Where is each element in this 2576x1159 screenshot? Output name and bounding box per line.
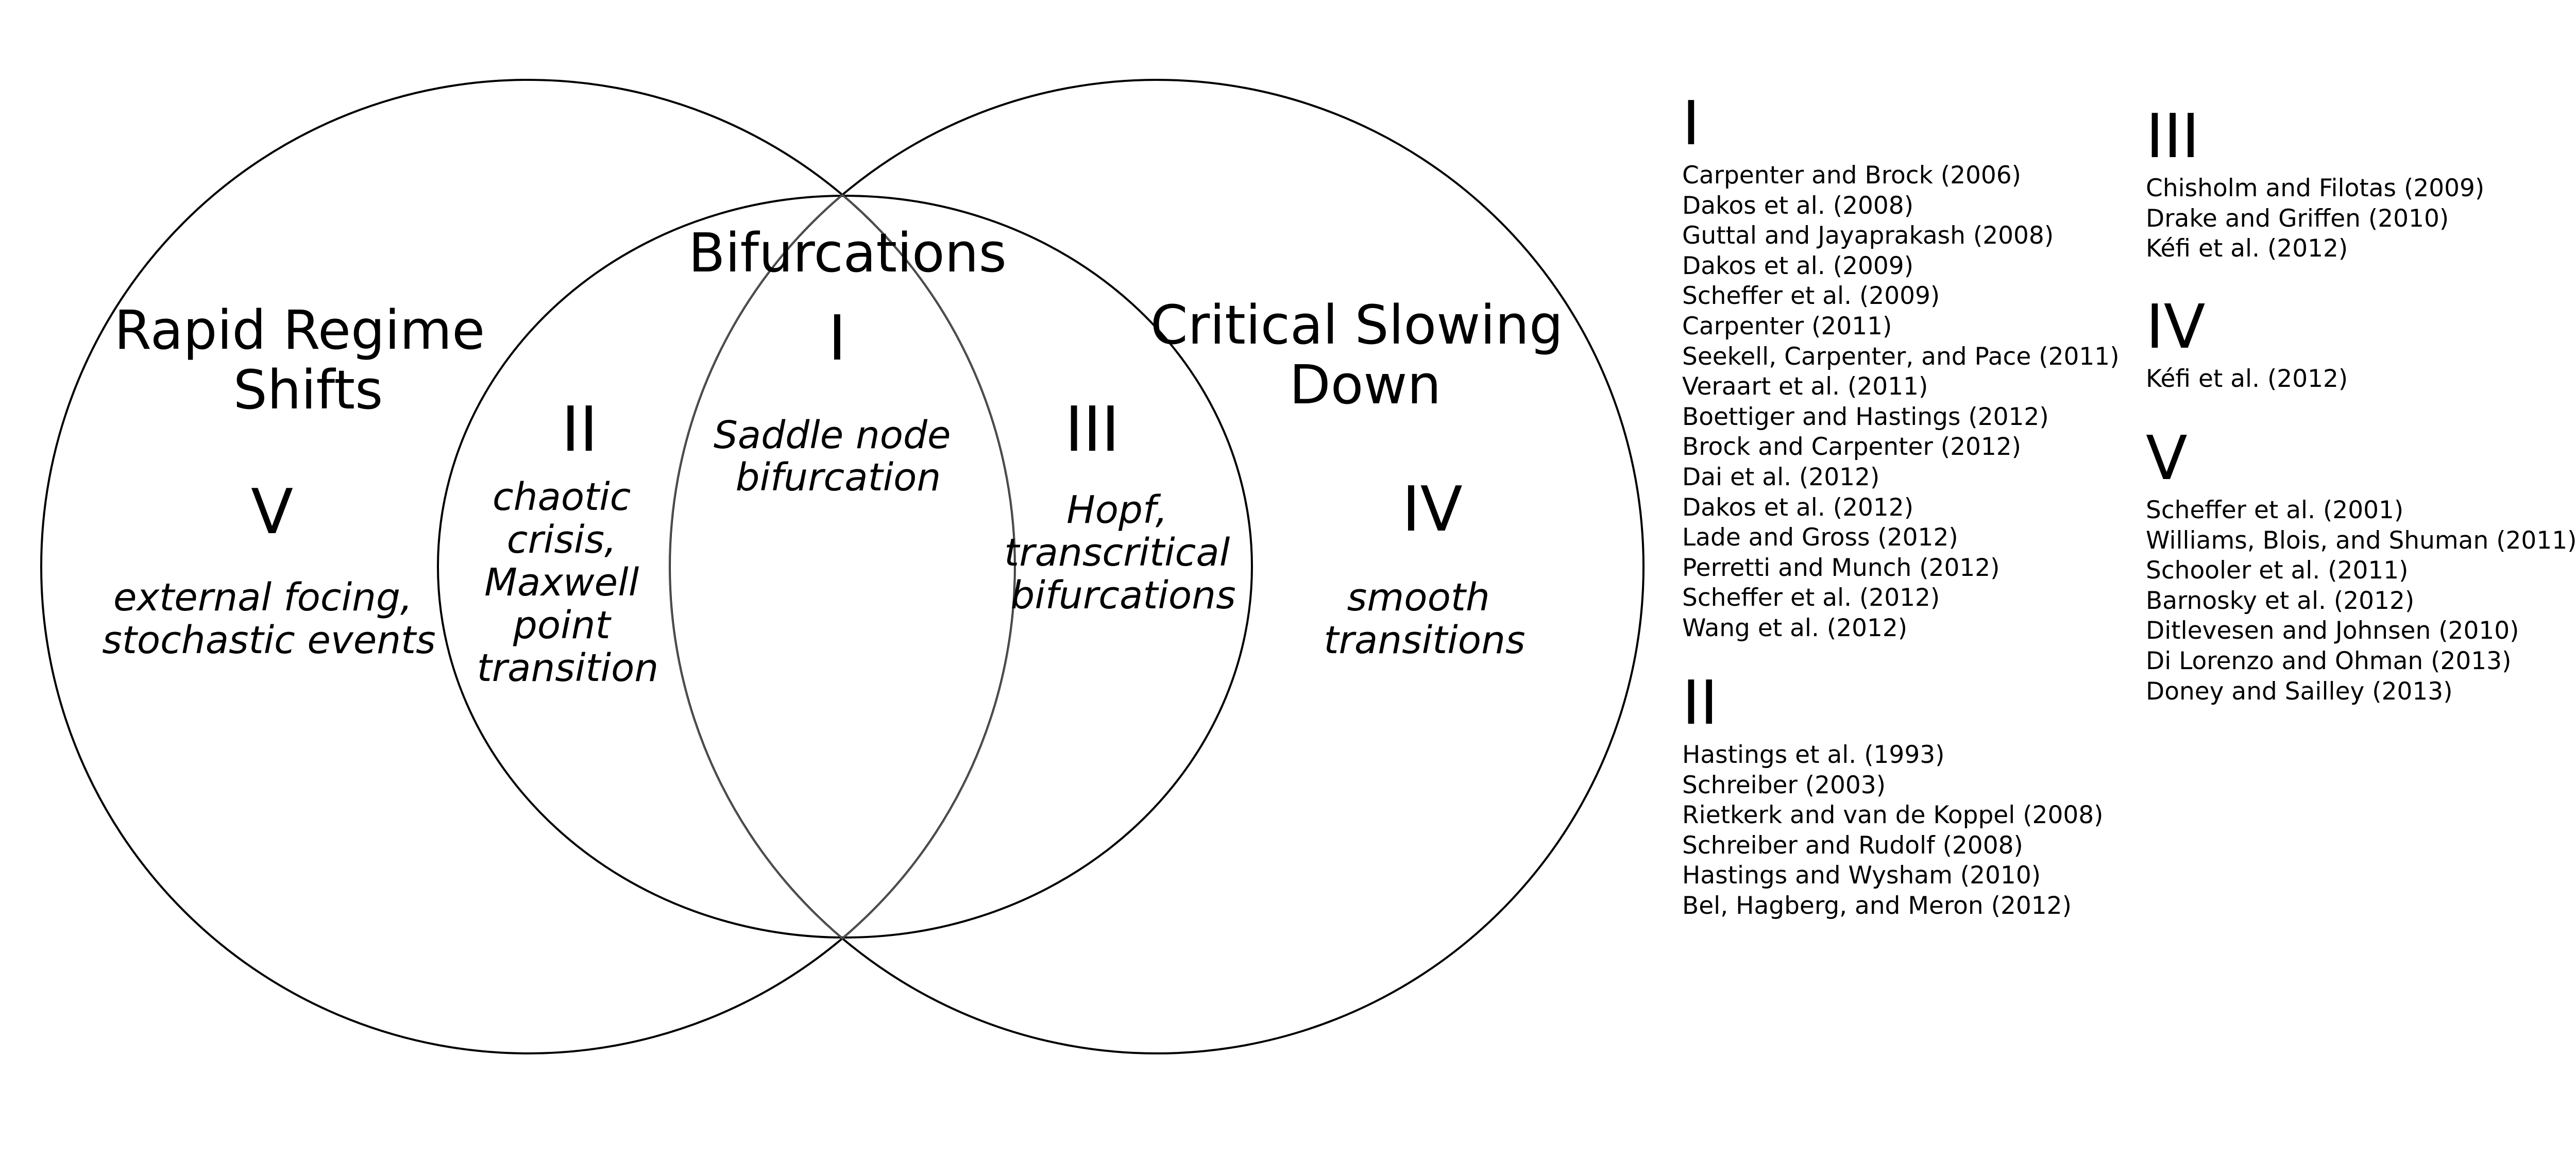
reference-item: Dakos et al. (2009) xyxy=(1682,251,1914,280)
reference-item: Lade and Gross (2012) xyxy=(1682,523,1958,552)
reference-item: Carpenter (2011) xyxy=(1682,312,1892,340)
reference-item: Scheffer et al. (2009) xyxy=(1682,282,1940,311)
reference-item: Schreiber and Rudolf (2008) xyxy=(1682,831,2023,860)
references-list-V: Scheffer et al. (2001)Williams, Blois, a… xyxy=(2146,496,2576,707)
reference-item: Chisholm and Filotas (2009) xyxy=(2146,174,2485,202)
title-critical-slowing-down-line-1: Critical Slowing xyxy=(1150,294,1563,356)
region-III-desc-line: transcritical xyxy=(1004,531,1230,575)
reference-item: Schreiber (2003) xyxy=(1682,771,1886,799)
references-group-V: V Scheffer et al. (2001)Williams, Blois,… xyxy=(2146,428,2576,707)
region-III-desc-line: Hopf, xyxy=(1066,488,1167,532)
region-I-numeral: I xyxy=(828,303,846,374)
reference-item: Barnosky et al. (2012) xyxy=(2146,586,2415,615)
references-heading-I: I xyxy=(1682,88,1700,159)
region-IV-desc-line: transitions xyxy=(1324,618,1525,662)
bifurcations-ellipse xyxy=(437,195,1253,939)
region-IV-desc-line: smooth xyxy=(1347,575,1490,620)
region-II-numeral: II xyxy=(562,394,598,466)
region-III-desc-line: bifurcations xyxy=(1010,573,1235,618)
region-V-desc-line: stochastic events xyxy=(102,618,435,662)
references-list-I: Carpenter and Brock (2006)Dakos et al. (… xyxy=(1682,161,2120,644)
reference-item: Scheffer et al. (2001) xyxy=(2146,496,2404,524)
title-rapid-regime-shifts-line-1: Rapid Regime xyxy=(114,299,485,362)
reference-item: Ditlevesen and Johnsen (2010) xyxy=(2146,617,2519,645)
region-II-desc-line: chaotic xyxy=(493,475,631,519)
reference-item: Brock and Carpenter (2012) xyxy=(1682,433,2022,462)
region-V-numeral: V xyxy=(251,476,293,548)
reference-item: Hastings and Wysham (2010) xyxy=(1682,861,2041,890)
region-II-desc-line: point xyxy=(513,603,612,647)
title-rapid-regime-shifts-line-2: Shifts xyxy=(233,359,383,421)
title-critical-slowing-down: Critical Slowing Down xyxy=(1150,294,1580,416)
intersection-lens xyxy=(669,194,1016,940)
title-critical-slowing-down-line-2: Down xyxy=(1290,353,1442,416)
region-IV-numeral: IV xyxy=(1402,474,1462,546)
title-bifurcations: Bifurcations xyxy=(688,221,1007,284)
references-group-I: I Carpenter and Brock (2006)Dakos et al.… xyxy=(1682,93,2120,644)
reference-item: Perretti and Munch (2012) xyxy=(1682,553,2000,582)
reference-item: Boettiger and Hastings (2012) xyxy=(1682,402,2049,431)
region-III-description: Hopf, transcritical bifurcations xyxy=(1004,488,1242,618)
reference-item: Di Lorenzo and Ohman (2013) xyxy=(2146,646,2512,675)
region-II-desc-line: crisis, xyxy=(507,518,617,562)
references-heading-IV: IV xyxy=(2146,291,2206,362)
region-II-desc-line: Maxwell xyxy=(484,560,639,605)
region-I-desc-line: Saddle node xyxy=(714,413,951,457)
references-heading-III: III xyxy=(2146,100,2200,172)
references-list-II: Hastings et al. (1993)Schreiber (2003)Ri… xyxy=(1682,740,2104,922)
reference-item: Hastings et al. (1993) xyxy=(1682,741,1945,769)
reference-item: Kéfi et al. (2012) xyxy=(2146,365,2348,393)
reference-item: Veraart et al. (2011) xyxy=(1682,372,1928,401)
reference-item: Drake and Griffen (2010) xyxy=(2146,204,2449,233)
region-I-desc-line: bifurcation xyxy=(736,455,941,500)
reference-item: Doney and Sailley (2013) xyxy=(2146,677,2453,706)
region-II-desc-line: transition xyxy=(477,646,659,690)
region-V-description: external focing, stochastic events xyxy=(102,575,435,662)
references-heading-V: V xyxy=(2146,422,2188,493)
reference-item: Schooler et al. (2011) xyxy=(2146,556,2409,585)
reference-item: Carpenter and Brock (2006) xyxy=(1682,161,2022,190)
reference-item: Scheffer et al. (2012) xyxy=(1682,584,1940,612)
references-list-III: Chisholm and Filotas (2009)Drake and Gri… xyxy=(2146,174,2484,264)
reference-item: Rietkerk and van de Koppel (2008) xyxy=(1682,801,2104,830)
reference-item: Bel, Hagberg, and Meron (2012) xyxy=(1682,891,2072,920)
reference-item: Dai et al. (2012) xyxy=(1682,463,1880,491)
references-group-II: II Hastings et al. (1993)Schreiber (2003… xyxy=(1682,672,2104,922)
region-II-description: chaotic crisis, Maxwell point transition xyxy=(477,475,659,690)
references-heading-II: II xyxy=(1682,667,1718,738)
reference-item: Williams, Blois, and Shuman (2011) xyxy=(2146,526,2576,555)
reference-item: Wang et al. (2012) xyxy=(1682,613,1908,642)
reference-item: Dakos et al. (2008) xyxy=(1682,191,1914,220)
reference-item: Kéfi et al. (2012) xyxy=(2146,234,2348,263)
title-rapid-regime-shifts: Rapid Regime Shifts xyxy=(114,299,502,421)
references-list-IV: Kéfi et al. (2012) xyxy=(2146,364,2348,395)
reference-item: Guttal and Jayaprakash (2008) xyxy=(1682,221,2054,250)
region-V-desc-line: external focing, xyxy=(113,575,413,620)
reference-item: Seekell, Carpenter, and Pace (2011) xyxy=(1682,342,2120,371)
references-group-IV: IV Kéfi et al. (2012) xyxy=(2146,296,2348,395)
region-IV-description: smooth transitions xyxy=(1324,575,1525,662)
region-III-numeral: III xyxy=(1065,394,1120,466)
references-group-III: III Chisholm and Filotas (2009)Drake and… xyxy=(2146,106,2484,264)
region-I-description: Saddle node bifurcation xyxy=(714,413,963,500)
reference-item: Dakos et al. (2012) xyxy=(1682,493,1914,522)
